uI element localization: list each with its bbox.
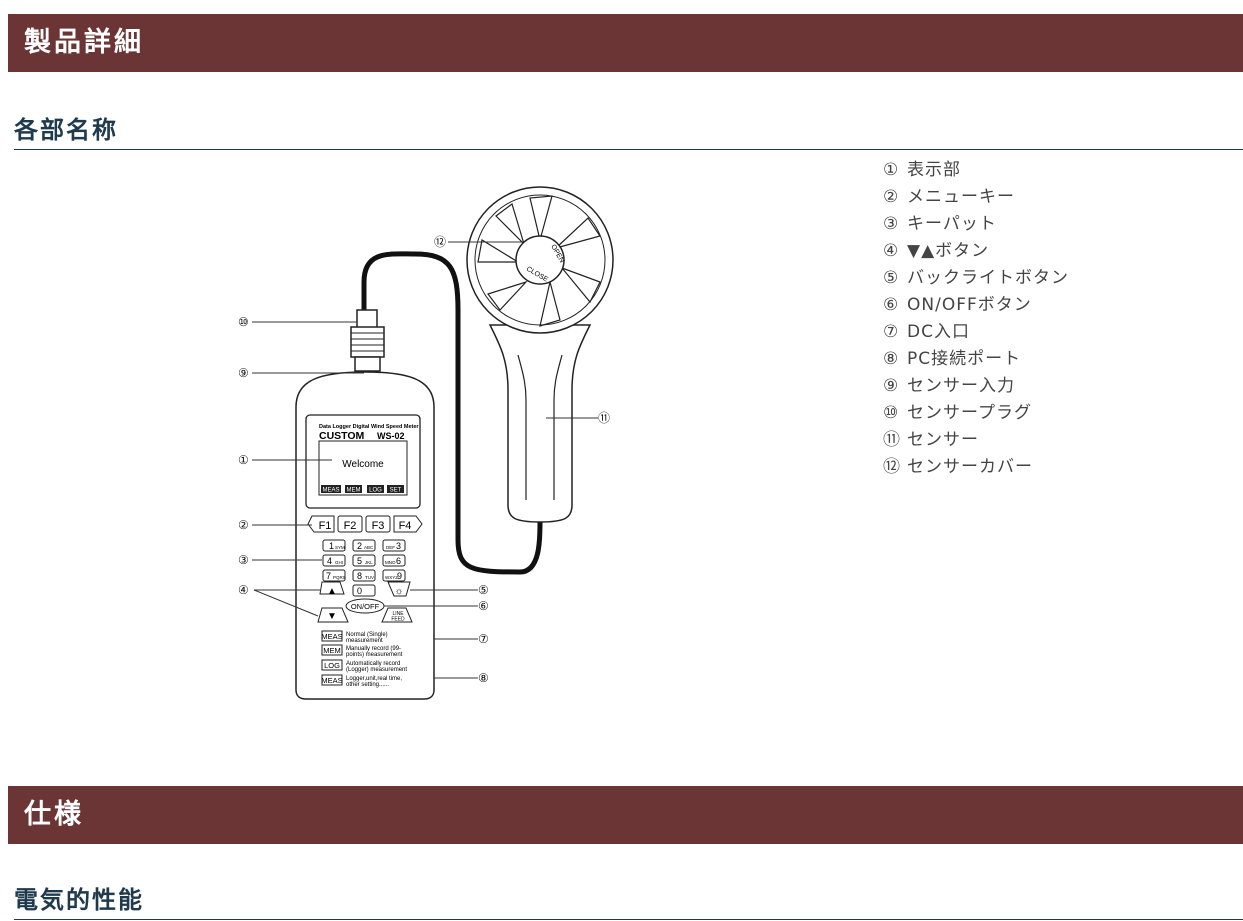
linefeed-label-2: FEED: [391, 617, 405, 623]
svg-text:points) measurement: points) measurement: [346, 652, 403, 658]
product-details-header: 製品詳細: [8, 14, 1243, 72]
svg-text:MEM: MEM: [323, 646, 341, 655]
svg-text:WXYZ: WXYZ: [385, 575, 398, 580]
svg-text:ABC: ABC: [364, 545, 374, 550]
f1-key: F1: [319, 520, 332, 532]
softkey-mem: MEM: [347, 488, 361, 494]
svg-text:Manually record (99-: Manually record (99-: [346, 646, 401, 652]
key-4: 4: [327, 556, 332, 566]
callout-4: ④: [238, 583, 249, 597]
f4-key: F4: [399, 520, 412, 532]
key-3: 3: [396, 541, 401, 551]
key-legend: MEAS Normal (Single) measurement MEM Man…: [321, 630, 407, 688]
linefeed-label-1: LINE: [392, 611, 404, 617]
spec-title: 仕様: [24, 799, 84, 830]
key-2: 2: [357, 541, 362, 551]
parts-list-item: ④▼▲ボタン: [883, 241, 990, 261]
product-details-title: 製品詳細: [24, 27, 144, 58]
callout-1: ①: [238, 453, 249, 467]
svg-text:GHI: GHI: [335, 560, 343, 565]
key-7: 7: [326, 571, 331, 581]
callout-3: ③: [238, 553, 249, 567]
key-9: 9: [397, 571, 402, 581]
spec-header: 仕様: [8, 786, 1243, 844]
svg-text:other setting......: other setting......: [346, 682, 389, 688]
screen-text: Welcome: [342, 459, 384, 470]
callout-8: ⑧: [478, 671, 489, 685]
callout-9: ⑨: [238, 366, 249, 380]
model-line: Data Logger Digital Wind Speed Meter: [319, 424, 419, 430]
electrical-heading: 電気的性能: [14, 880, 1243, 920]
sensor-cable: [361, 251, 543, 575]
f2-key: F2: [344, 520, 357, 532]
up-button: [319, 581, 345, 595]
device-diagram: OPEN CLOSE Data Logger Digital Wind Spee…: [238, 186, 614, 700]
sensor-plug-tip: [356, 309, 378, 329]
softkey-log: LOG: [369, 488, 382, 494]
electrical-heading-text: 電気的性能: [14, 886, 144, 914]
svg-text:MEAS: MEAS: [321, 676, 342, 685]
callout-6: ⑥: [478, 599, 489, 613]
svg-text:Automatically record: Automatically record: [346, 661, 400, 667]
keypad: 1 SYM 2 ABC DEF 3 4 GHI 5 JKL MNO 6 7 PQ…: [322, 539, 406, 597]
svg-text:Normal (Single): Normal (Single): [346, 632, 388, 638]
backlight-button: [387, 581, 411, 597]
parts-heading: 各部名称: [14, 110, 1243, 150]
callout-numbers: ① ② ③ ④ ⑤ ⑥ ⑦ ⑧ ⑨ ⑩ ⑪ ⑫: [238, 235, 610, 685]
callout-7: ⑦: [478, 632, 489, 646]
callout-12: ⑫: [434, 235, 446, 249]
callout-2: ②: [238, 518, 249, 532]
svg-text:measurement: measurement: [346, 638, 383, 644]
fan-sensor: OPEN CLOSE: [466, 186, 614, 523]
svg-text:(Logger) measurement: (Logger) measurement: [346, 667, 407, 673]
svg-text:MNO: MNO: [385, 560, 396, 565]
key-6: 6: [396, 556, 401, 566]
key-5: 5: [357, 556, 362, 566]
key-0: 0: [357, 586, 362, 596]
key-1: 1: [329, 541, 334, 551]
parts-heading-text: 各部名称: [14, 116, 118, 144]
callout-5: ⑤: [478, 583, 489, 597]
key-8: 8: [357, 571, 362, 581]
svg-text:PQRS: PQRS: [333, 575, 346, 580]
svg-text:JKL: JKL: [365, 560, 373, 565]
callout-lines: [252, 241, 598, 679]
svg-text:DEF: DEF: [386, 545, 395, 550]
menu-keys: F1 F2 F3 F4: [307, 515, 423, 533]
backlight-icon: ☼: [394, 586, 403, 597]
callout-11: ⑪: [598, 411, 610, 425]
svg-text:LOG: LOG: [324, 661, 340, 670]
linefeed-button: [381, 607, 413, 623]
brand-label: CUSTOM: [319, 430, 365, 442]
sensor-plug: [350, 326, 385, 358]
svg-text:Logger,unit,real time,: Logger,unit,real time,: [346, 676, 402, 682]
f3-key: F3: [372, 520, 385, 532]
down-arrow-icon: ▼: [327, 611, 337, 622]
softkeys: MEAS MEM LOG SET: [321, 485, 404, 494]
svg-text:MEAS: MEAS: [321, 632, 342, 641]
softkey-meas: MEAS: [322, 488, 339, 494]
softkey-set: SET: [390, 488, 402, 494]
onoff-label: ON/OFF: [351, 602, 380, 611]
down-button: [317, 607, 349, 623]
callout-10: ⑩: [238, 315, 249, 329]
svg-text:TUV: TUV: [365, 575, 374, 580]
svg-text:SYM: SYM: [335, 545, 345, 550]
model-label: WS-02: [377, 431, 405, 441]
up-arrow-icon: ▲: [327, 586, 337, 597]
